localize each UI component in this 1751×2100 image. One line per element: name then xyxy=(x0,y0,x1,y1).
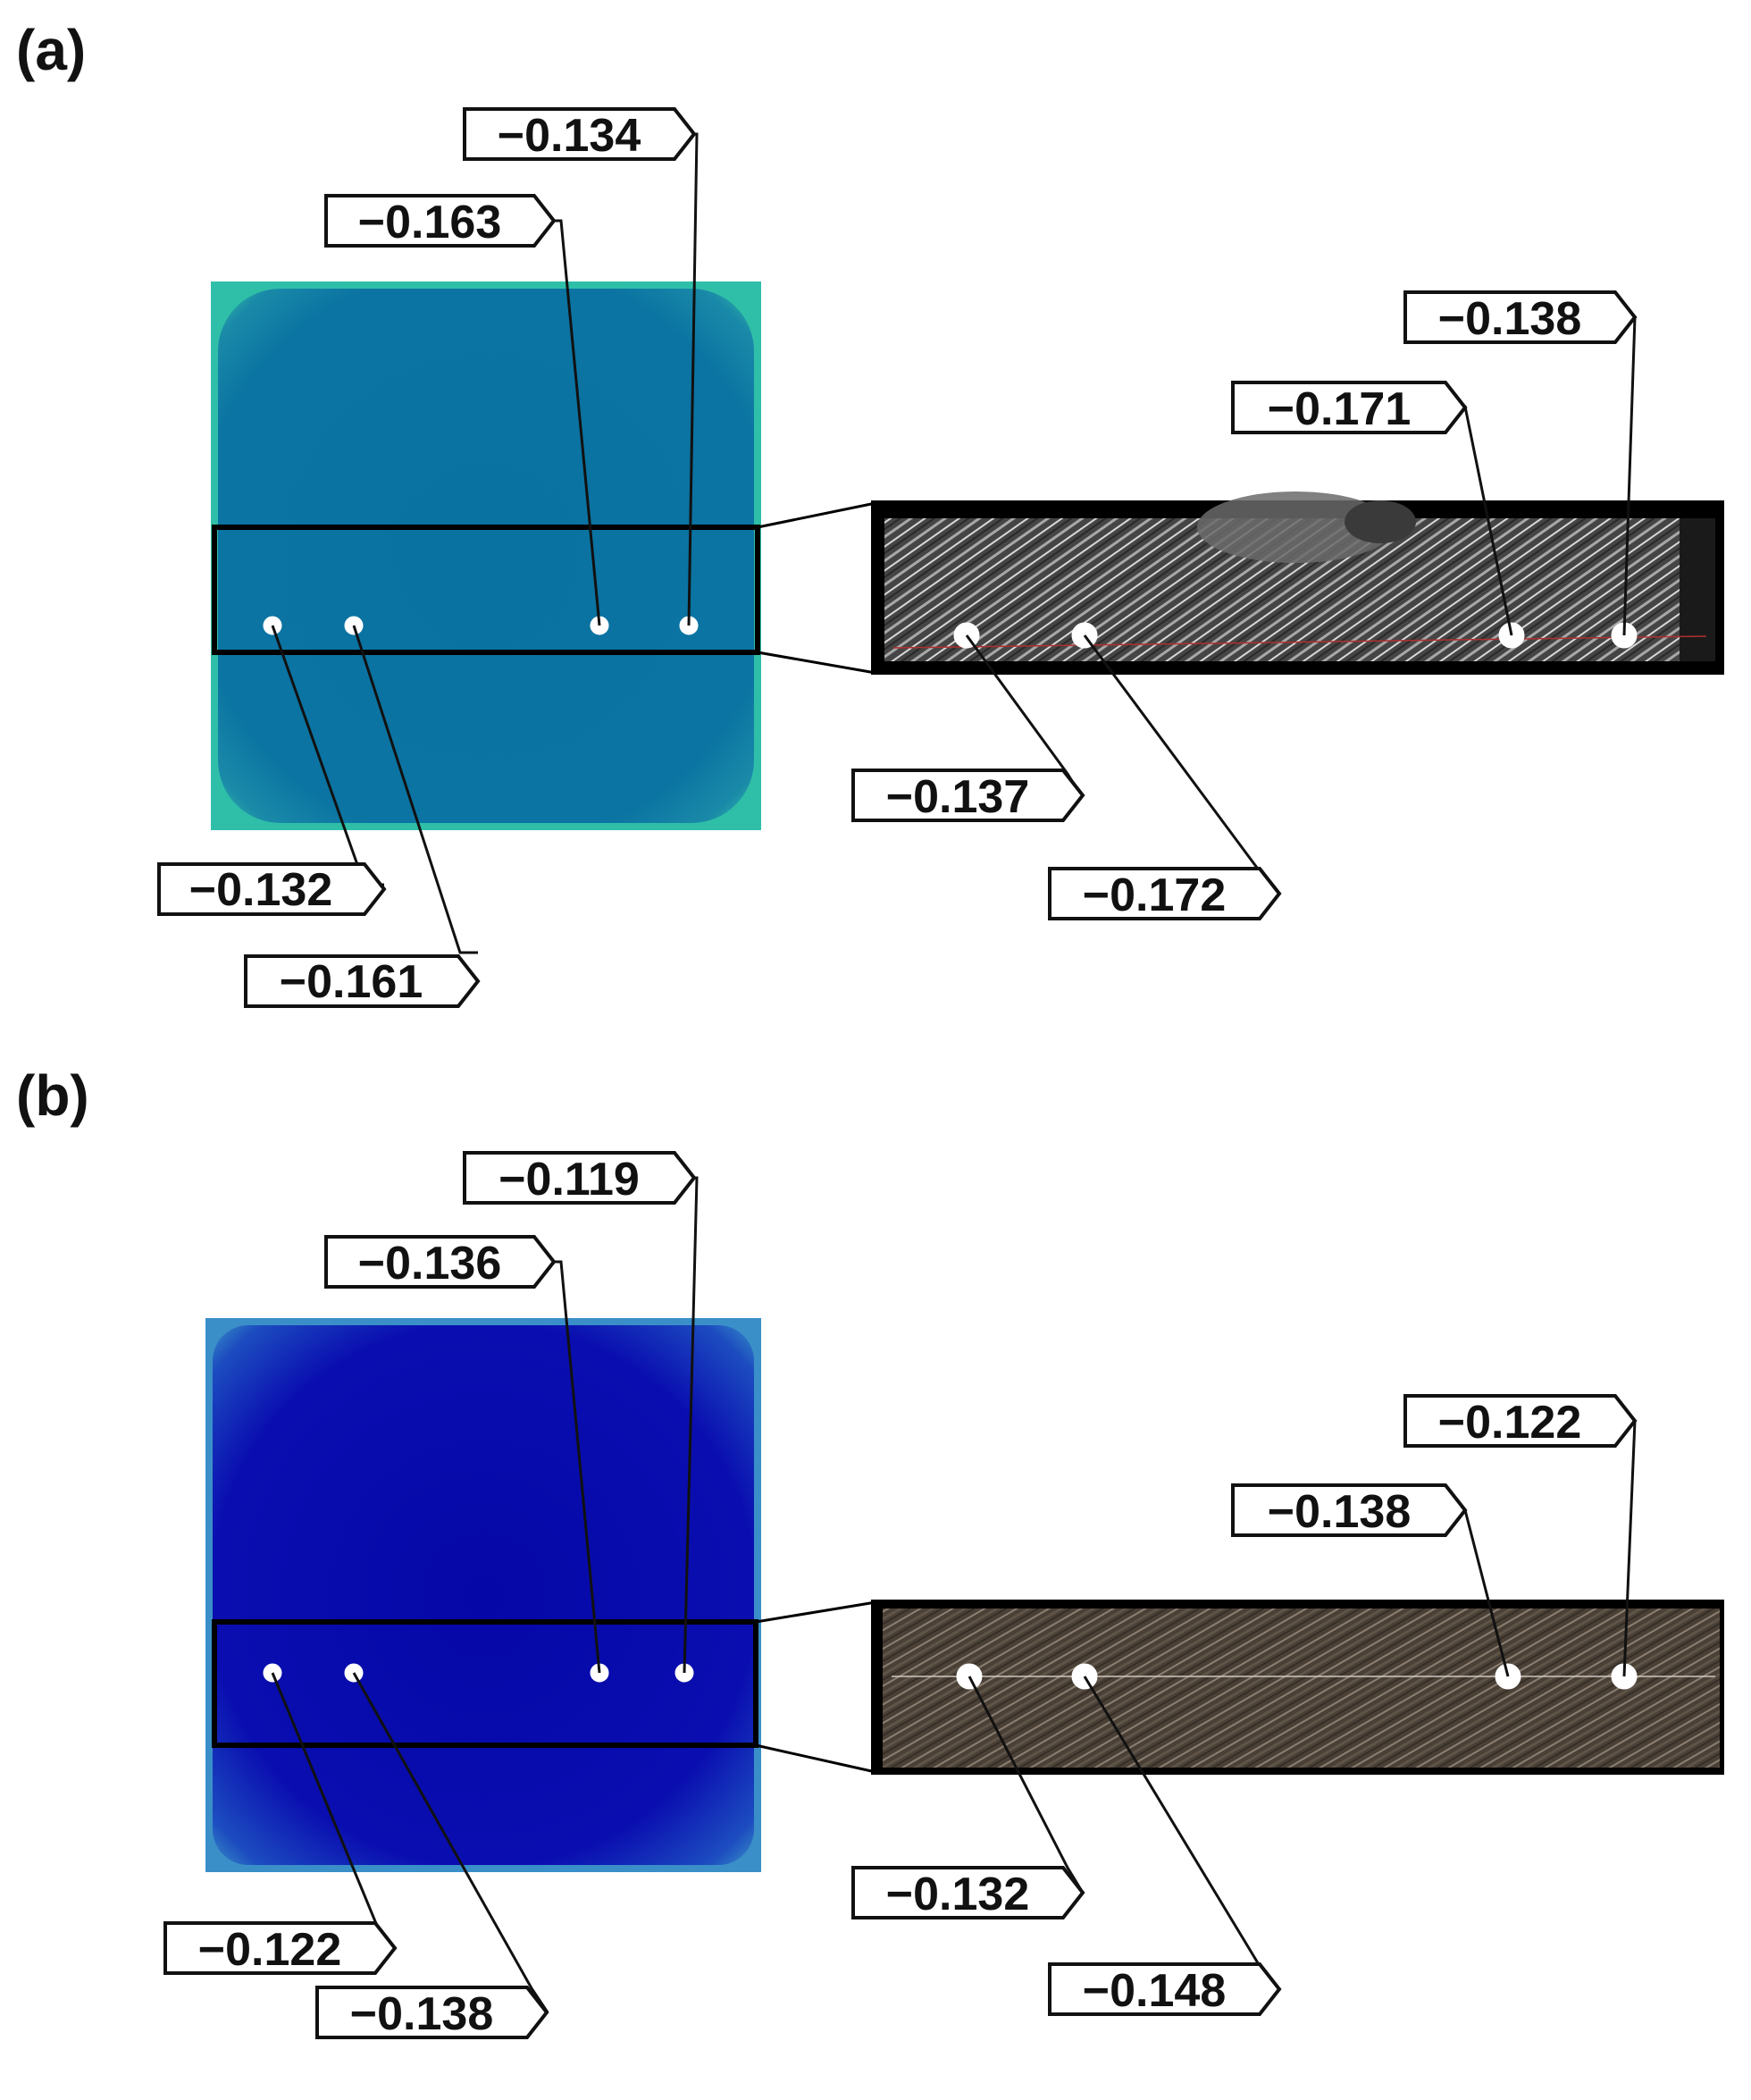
callout-b-m3: −0.136 xyxy=(324,1235,557,1289)
callout-a-s1: −0.137 xyxy=(851,769,1085,823)
leader-line xyxy=(352,625,478,954)
panel-a-zoom-line-top xyxy=(757,501,876,529)
callout-box xyxy=(851,769,1085,822)
callout-box xyxy=(1231,1483,1468,1537)
callout-a-s3: −0.171 xyxy=(1231,381,1468,435)
callout-box xyxy=(157,862,387,916)
panel-a-contour-model xyxy=(211,281,761,830)
callout-b-s2: −0.148 xyxy=(1048,1962,1282,2017)
callout-value: −0.161 xyxy=(280,956,423,1008)
callout-value: −0.137 xyxy=(886,771,1030,823)
callout-box xyxy=(163,1921,398,1975)
callout-box xyxy=(1048,867,1282,920)
callout-box xyxy=(851,1866,1085,1919)
photo-surface xyxy=(883,1609,1720,1768)
contour-field xyxy=(213,1325,754,1865)
callout-value: −0.136 xyxy=(358,1238,502,1289)
photo-centerline xyxy=(892,635,1707,649)
callout-value: −0.148 xyxy=(1083,1965,1227,2017)
callout-a-m4: −0.134 xyxy=(463,107,697,162)
callout-value: −0.172 xyxy=(1083,869,1227,921)
panel-a-specimen-photo xyxy=(871,491,1724,675)
callout-b-m4: −0.119 xyxy=(463,1151,697,1205)
callout-box xyxy=(324,194,557,248)
callout-a-m3: −0.163 xyxy=(324,194,557,248)
panel-b-specimen-photo xyxy=(871,1600,1724,1775)
contour-field xyxy=(218,289,754,823)
callout-value: −0.122 xyxy=(198,1924,342,1976)
panel-b-contour-model xyxy=(205,1318,761,1872)
callout-box xyxy=(463,107,697,161)
panel-a-selection-box xyxy=(212,525,760,655)
callout-value: −0.119 xyxy=(498,1154,640,1205)
panel-b-specimen-callouts: −0.132 −0.148 −0.138 −0.122 xyxy=(851,1394,1638,2017)
callout-box xyxy=(1048,1962,1282,2016)
callout-b-s3: −0.138 xyxy=(1231,1483,1468,1538)
callout-b-m2: −0.138 xyxy=(315,1986,549,2040)
callout-b-s4: −0.122 xyxy=(1403,1394,1638,1449)
callout-a-m1: −0.132 xyxy=(157,862,387,916)
callout-value: −0.138 xyxy=(1268,1486,1412,1538)
callout-box xyxy=(244,954,481,1008)
callout-value: −0.132 xyxy=(189,864,333,916)
callout-value: −0.138 xyxy=(350,1988,494,2040)
photo-weld-spot xyxy=(1345,500,1416,543)
callout-box xyxy=(1403,290,1638,344)
callout-box xyxy=(463,1151,697,1205)
callout-box xyxy=(324,1235,557,1289)
panel-a-label: (a) xyxy=(16,18,86,82)
panel-b: (b) − xyxy=(16,1063,1724,2040)
callout-a-m2: −0.161 xyxy=(244,954,481,1008)
callout-box xyxy=(1403,1394,1638,1448)
callout-value: −0.163 xyxy=(358,197,502,248)
callout-a-s2: −0.172 xyxy=(1048,867,1282,921)
callout-value: −0.138 xyxy=(1438,293,1582,345)
callout-value: −0.134 xyxy=(498,110,641,162)
callout-value: −0.171 xyxy=(1268,383,1412,435)
callout-value: −0.122 xyxy=(1438,1397,1582,1449)
panel-a: (a) xyxy=(16,18,1724,1008)
photo-right-edge xyxy=(1680,518,1715,661)
callout-b-s1: −0.132 xyxy=(851,1866,1085,1920)
callout-box xyxy=(315,1986,549,2039)
panel-b-label: (b) xyxy=(16,1063,89,1128)
panel-b-model-callouts: −0.122 −0.138 −0.136 −0.119 xyxy=(163,1151,699,2040)
panel-b-selection-box xyxy=(212,1619,758,1748)
panel-b-zoom-line-bottom xyxy=(755,1743,876,1774)
panel-a-specimen-callouts: −0.137 −0.172 −0.171 −0.138 xyxy=(851,290,1638,921)
callout-box xyxy=(1231,381,1468,434)
callout-value: −0.132 xyxy=(886,1869,1030,1920)
panel-a-zoom-line-bottom xyxy=(757,651,876,675)
panel-a-model-callouts: −0.132 −0.161 −0.163 −0.134 xyxy=(157,107,699,1008)
panel-b-zoom-line-top xyxy=(755,1600,876,1624)
photo-weld-mark xyxy=(1197,491,1394,563)
callout-a-s4: −0.138 xyxy=(1403,290,1638,345)
callout-b-m1: −0.122 xyxy=(163,1921,398,1976)
